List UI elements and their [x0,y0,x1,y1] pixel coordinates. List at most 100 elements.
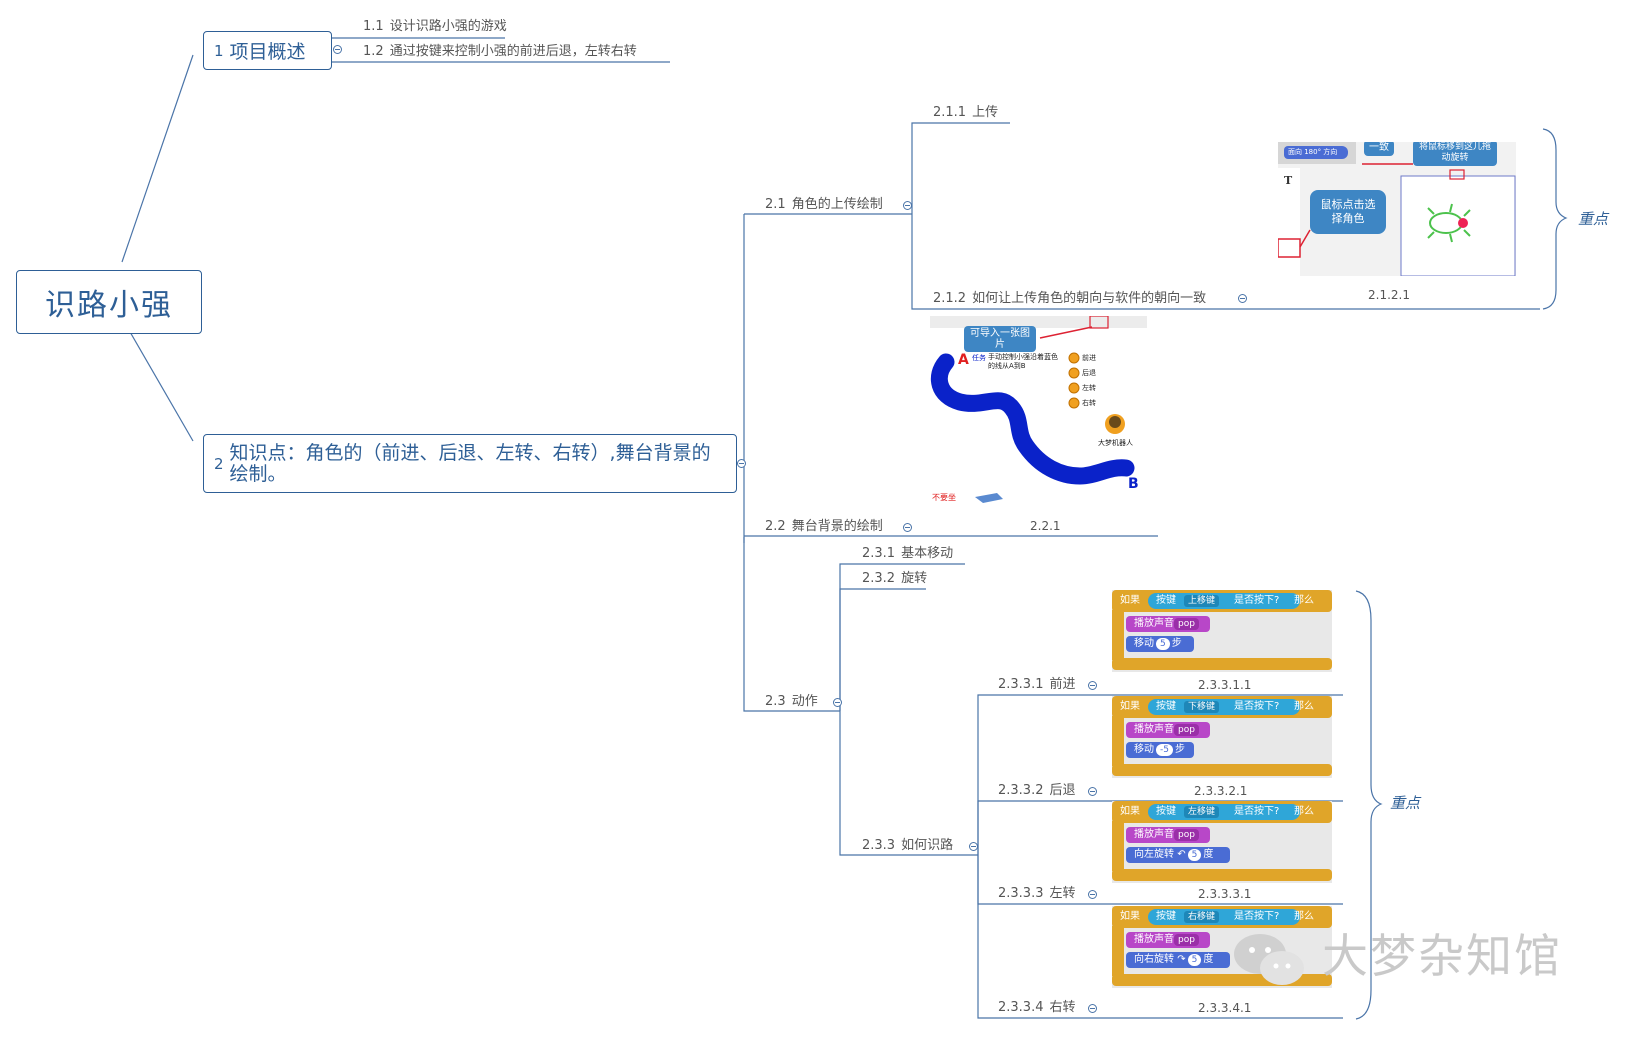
collapse-toggle-2-3-3-2[interactable] [1088,787,1097,796]
caption-2-2-1: 2.2.1 [1030,519,1061,533]
collapse-toggle-2-2[interactable] [903,523,912,532]
collapse-toggle-2-1[interactable] [903,201,912,210]
topic-number: 1 [214,41,224,60]
node-label: 如何让上传角色的朝向与软件的朝向一致 [972,291,1207,306]
node-label: 左转 [1049,886,1076,901]
wechat-icon [1230,930,1310,990]
motion-text: 移动 [1134,638,1154,649]
collapse-toggle-2-1-2[interactable] [1238,294,1247,303]
collapse-toggle-t2[interactable] [737,459,746,468]
svg-text:T: T [1284,174,1293,187]
legend-back: 后退 [1082,369,1096,377]
topic-2[interactable]: 2 知识点：角色的（前进、后退、左转、右转）,舞台背景的绘制。 [203,434,737,493]
node-number: 1.2 [363,44,384,59]
connector-2-3 [743,537,840,712]
key-label: 按键 [1156,701,1176,712]
sound-label: 播放声音 [1134,934,1174,945]
key-name: 右移键 [1184,911,1220,923]
node-label: 动作 [791,694,818,709]
pressed-label: 是否按下? [1234,911,1280,922]
collapse-toggle-t1[interactable] [333,45,342,54]
if-label: 如果 [1120,806,1140,817]
topic-1[interactable]: 1 项目概述 [203,31,332,70]
select-sprite-callout: 鼠标点击选择角色 [1310,190,1386,234]
node-label: 后退 [1049,783,1076,798]
if-block-arm [1112,610,1124,660]
node-label: 上传 [972,105,999,120]
if-block-arm [1112,821,1124,871]
motion-unit: 步 [1174,744,1185,755]
sound-name: pop [1174,934,1199,946]
if-block-arm [1112,716,1124,766]
then-label: 那么 [1294,701,1314,712]
sound-label: 播放声音 [1134,618,1174,629]
key-name: 左移键 [1184,806,1220,818]
node-number: 2.3.2 [862,571,896,586]
node-2-1-1[interactable]: 2.1.1 上传 [933,105,998,121]
node-label: 旋转 [901,571,928,586]
motion-value: 5 [1187,849,1202,861]
connector-2-3-3 [839,711,978,856]
if-label: 如果 [1120,595,1140,606]
node-number: 1.1 [363,19,384,34]
connector-2-3-3-4 [977,855,1343,1019]
collapse-toggle-2-3-3-1[interactable] [1088,681,1097,690]
node-number: 2.1.1 [933,105,967,120]
point-a-label: A [958,352,969,368]
node-number: 2.3.3.4 [998,1000,1044,1015]
brace-1 [1542,128,1568,310]
central-topic[interactable]: 识路小强 [16,270,202,334]
collapse-toggle-2-3-3-4[interactable] [1088,1004,1097,1013]
collapse-toggle-2-3[interactable] [833,698,842,707]
then-label: 那么 [1294,595,1314,606]
if-label: 如果 [1120,911,1140,922]
rotate-callout: 将鼠标移到这儿拖动旋转 [1413,142,1497,166]
motion-block [1126,847,1230,863]
topic-label: 项目概述 [229,41,306,63]
node-label: 角色的上传绘制 [791,197,883,212]
stage-drawing [930,316,1147,515]
motion-text: 移动 [1134,744,1154,755]
motion-unit: 步 [1171,638,1182,649]
sound-name: pop [1174,724,1199,736]
rotate-icon: ↶ [1177,849,1186,860]
node-2-3-3-4[interactable]: 2.3.3.4 右转 [998,1000,1076,1016]
collapse-toggle-2-3-3[interactable] [969,842,978,851]
collapse-toggle-2-3-3-3[interactable] [1088,890,1097,899]
key-name: 下移键 [1184,701,1220,713]
motion-text: 向右旋转 [1134,954,1174,965]
key-name: 上移键 [1184,595,1220,607]
caption-2-3-3-1-1: 2.3.3.1.1 [1198,678,1252,692]
connector-2-1-1 [911,122,1010,214]
consistent-callout: 一致 [1364,142,1394,156]
connector-2-1-2 [911,214,1540,310]
motion-text: 向左旋转 [1134,849,1174,860]
pressed-label: 是否按下? [1234,701,1280,712]
direction-block: 面向 180° 方向 [1284,146,1342,159]
note-key-point-1: 重点 [1578,210,1609,228]
node-label: 右转 [1049,1000,1076,1015]
topic-label: 知识点：角色的（前进、后退、左转、右转）,舞台背景的绘制。 [229,441,711,485]
pressed-label: 是否按下? [1234,595,1280,606]
motion-value: 5 [1156,638,1170,650]
node-2-3-2[interactable]: 2.3.2 旋转 [862,571,927,587]
caption-2-3-3-2-1: 2.3.3.2.1 [1194,784,1248,798]
node-label: 如何识路 [901,838,954,853]
